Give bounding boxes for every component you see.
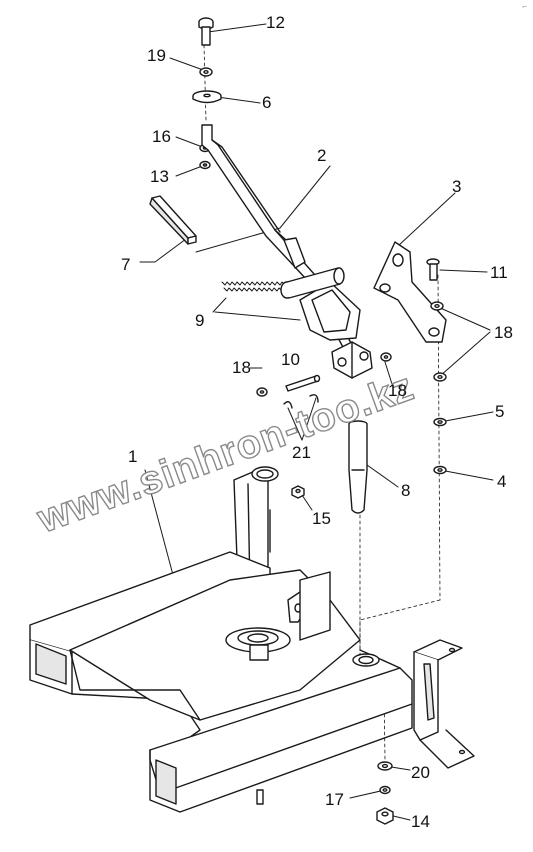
part-14-nut [376, 807, 394, 825]
callout-12: 12 [266, 13, 285, 32]
part-6-spacer [192, 90, 222, 104]
callout-20: 20 [411, 763, 430, 782]
callout-8: 8 [401, 481, 411, 500]
part-1-frame [29, 466, 475, 813]
callout-21: 21 [292, 443, 311, 462]
part-9-spring [221, 281, 291, 292]
part-8-pushrod [348, 420, 368, 514]
callout-18-right: 18 [494, 323, 513, 342]
part-7-pedal-pad [149, 195, 197, 245]
leader-lines [139, 23, 494, 821]
part-5-washer [433, 417, 447, 427]
callout-7: 7 [121, 255, 131, 274]
callout-17: 17 [325, 790, 344, 809]
callout-11: 11 [490, 263, 508, 282]
callout-10: 10 [281, 350, 300, 369]
callout-15: 15 [312, 509, 331, 528]
callout-1: 1 [128, 447, 138, 466]
callout-9: 9 [195, 311, 205, 330]
clevis [331, 341, 373, 379]
callout-19: 19 [147, 46, 166, 65]
callout-3: 3 [452, 177, 462, 196]
part-18-washer-right-a [430, 301, 444, 311]
part-20-washer [377, 761, 393, 771]
part-18-washer-left [256, 387, 268, 397]
part-15-nut [291, 485, 305, 499]
part-3-bracket [373, 241, 447, 343]
part-12-bolt [198, 17, 214, 46]
callout-2: 2 [317, 146, 327, 165]
callout-18-mid: 18 [388, 381, 407, 400]
part-19-washer [199, 67, 213, 77]
part-11-bolt [426, 258, 440, 281]
callout-16: 16 [152, 127, 171, 146]
part-18-washer-right-b [433, 372, 447, 382]
part-18-washer-mid [380, 352, 392, 362]
corner-mark: ⌐ [522, 2, 527, 11]
part-13-washer [199, 160, 211, 170]
part-21-clips [283, 394, 319, 409]
part-4-washer [433, 465, 447, 475]
callout-13: 13 [150, 167, 169, 186]
callout-4: 4 [497, 472, 507, 491]
callout-5: 5 [495, 402, 505, 421]
callout-6: 6 [262, 93, 272, 112]
callout-14: 14 [411, 812, 430, 831]
pivot-bracket [280, 267, 361, 341]
part-10-pin [285, 374, 321, 392]
callout-18-left: 18 [232, 358, 251, 377]
part-17-washer [379, 785, 391, 795]
